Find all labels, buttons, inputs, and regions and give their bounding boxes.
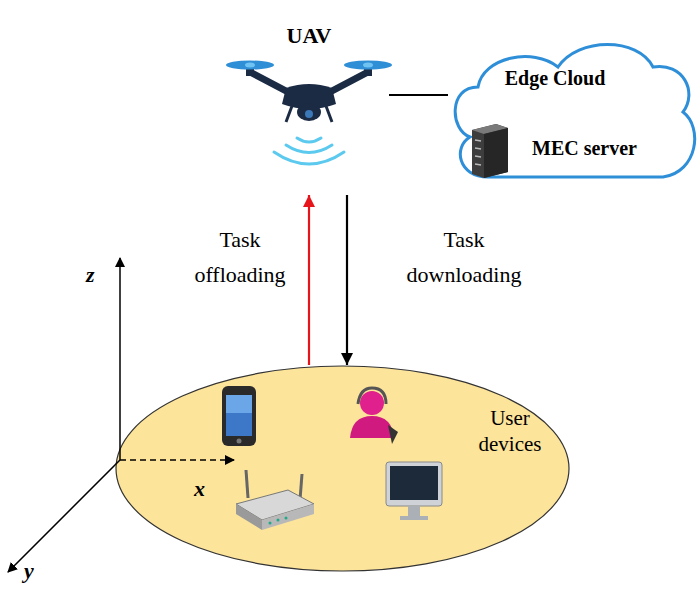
server-icon (472, 124, 508, 178)
z-axis (119, 258, 121, 460)
y-axis (8, 460, 120, 572)
edge-cloud-node: Edge CloudMEC server (448, 32, 692, 182)
phone-icon (222, 386, 256, 446)
axis-label: y (24, 558, 34, 584)
user-icon (350, 388, 398, 444)
node-title: User devices (460, 405, 560, 458)
drone-icon (226, 61, 392, 123)
router-icon (236, 470, 314, 530)
edge-label: Task offloading (185, 222, 295, 292)
axis-label: x (194, 476, 205, 502)
flow-arrow (346, 195, 348, 365)
node-title: Edge Cloud (485, 66, 625, 91)
edge-label: Task downloading (398, 222, 530, 292)
link-line (389, 94, 448, 96)
x-axis (120, 459, 234, 461)
monitor-icon (386, 462, 442, 520)
axis-label: z (86, 262, 95, 288)
user-devices-node: User devices (115, 365, 570, 572)
coverage-ellipse (115, 365, 570, 572)
node-title: UAV (229, 22, 389, 50)
uav-node: UAV (229, 10, 389, 195)
wireless-waves (274, 138, 344, 164)
cloud-outline (448, 32, 692, 182)
node-text: MEC server (532, 136, 662, 161)
flow-arrow (308, 195, 310, 365)
